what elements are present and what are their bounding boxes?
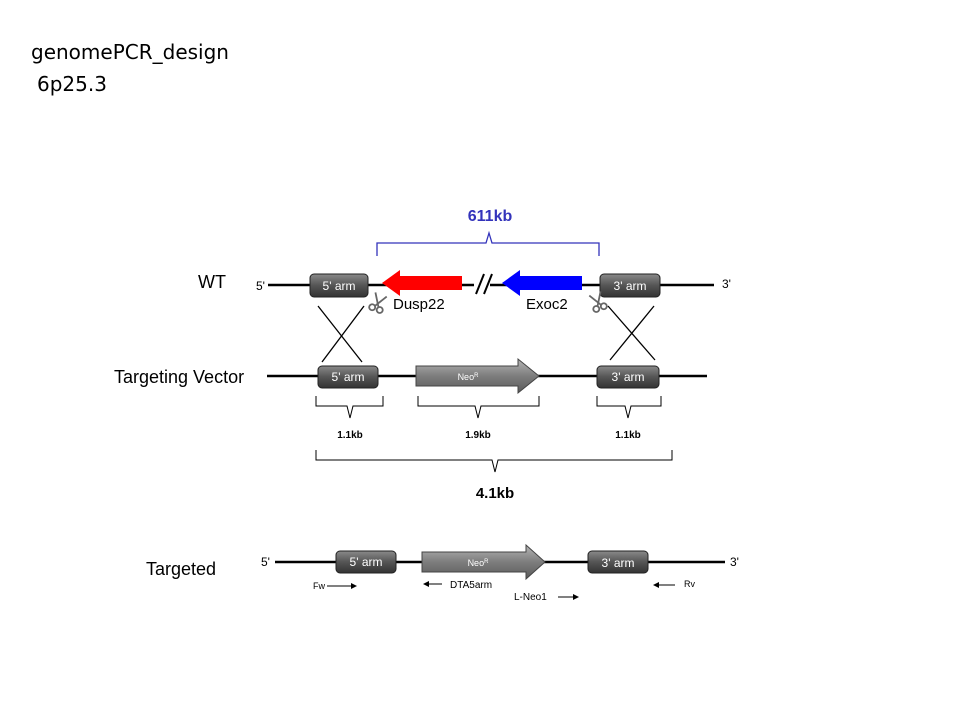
dusp22-label: Dusp22 (393, 296, 445, 313)
vector-5arm-box (317, 365, 379, 389)
targeted-neo-arrow (421, 543, 546, 581)
targeted-5arm-label: 5' arm (350, 555, 383, 569)
vector-label: Targeting Vector (114, 367, 244, 387)
wt-5arm-box (309, 273, 369, 298)
scissors-icon (367, 291, 389, 315)
targeted-five-prime: 5' (261, 555, 270, 569)
vector-neo-label: NeoR (458, 372, 480, 382)
deletion-bracket-line (376, 230, 600, 256)
wt-3arm-label: 3' arm (614, 279, 647, 293)
wt-5arm-label: 5' arm (323, 279, 356, 293)
vector-3arm-label: 3' arm (612, 370, 645, 384)
primer-fw: Fw (313, 581, 357, 591)
svg-text:Rv: Rv (684, 579, 695, 589)
bracket-neo (417, 396, 540, 419)
break-mark-2 (483, 273, 493, 295)
page-subtitle: 6p25.3 (37, 72, 107, 96)
targeted-three-prime: 3' (730, 555, 739, 569)
dusp22-gene-arrow (382, 270, 462, 296)
wt-five-prime: 5' (256, 279, 265, 293)
targeted-3arm-label: 3' arm (602, 556, 635, 570)
targeted-label: Targeted (146, 559, 216, 579)
targeted-5arm-box (335, 550, 397, 574)
vector-3arm-box (596, 365, 660, 389)
bracket-arm5 (315, 396, 384, 419)
targeted-neo-label: NeoR (468, 558, 490, 568)
wt-three-prime: 3' (722, 277, 731, 291)
crossover-left (317, 305, 365, 363)
page-title: genomePCR_design (31, 40, 229, 64)
primer-dta5arm: DTA5arm (423, 580, 492, 591)
wt-row: WT 5' 3' 5' arm 3' arm Dusp22 Exoc2 (198, 270, 731, 315)
size-arm3-label: 1.1kb (615, 430, 641, 441)
size-neo-label: 1.9kb (465, 430, 491, 441)
vector-neo-arrow (415, 357, 540, 395)
svg-text:L-Neo1: L-Neo1 (514, 592, 547, 603)
crossover-right (607, 305, 656, 361)
wt-label: WT (198, 272, 226, 292)
svg-text:Fw: Fw (313, 581, 325, 591)
svg-text:DTA5arm: DTA5arm (450, 580, 492, 591)
primer-rv: Rv (653, 579, 695, 589)
wt-3arm-box (599, 273, 661, 298)
bracket-total (315, 450, 673, 473)
exoc2-gene-arrow (502, 270, 582, 296)
bracket-arm3 (596, 396, 662, 419)
primer-lneo1: L-Neo1 (514, 592, 579, 603)
deletion-size-label: 611kb (468, 208, 513, 225)
size-brackets: 1.1kb 1.9kb 1.1kb 4.1kb (315, 396, 673, 502)
vector-row: Targeting Vector 5' arm NeoR 3' arm (114, 357, 707, 395)
targeted-row: Targeted 5' 3' 5' arm NeoR 3' arm Fw DTA… (146, 543, 739, 603)
vector-5arm-label: 5' arm (332, 370, 365, 384)
deletion-bracket: 611kb (376, 208, 600, 256)
exoc2-label: Exoc2 (526, 296, 568, 313)
size-arm5-label: 1.1kb (337, 430, 363, 441)
targeted-3arm-box (587, 550, 649, 574)
break-mark-1 (475, 273, 485, 295)
size-total-label: 4.1kb (476, 485, 514, 502)
